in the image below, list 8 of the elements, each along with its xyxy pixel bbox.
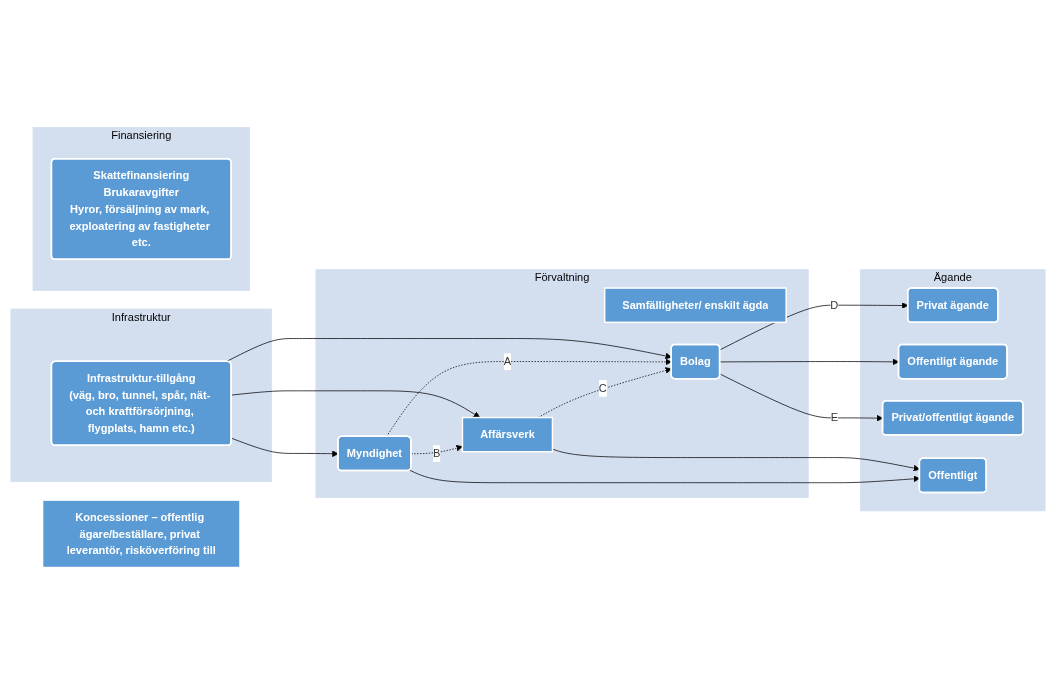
edge-label: C bbox=[598, 381, 607, 394]
node-box: Samfälligheter/ enskilt ägda bbox=[603, 287, 787, 324]
edge-label: A bbox=[503, 354, 512, 368]
edge-label: D bbox=[830, 298, 839, 311]
edge-label: B bbox=[432, 446, 441, 460]
edge-label: E bbox=[830, 411, 839, 424]
node-box: Affärsverk bbox=[461, 416, 554, 453]
node-box: Koncessioner – offentlig ägare/beställare, privat leverantör, risköverföring till bbox=[41, 499, 241, 569]
